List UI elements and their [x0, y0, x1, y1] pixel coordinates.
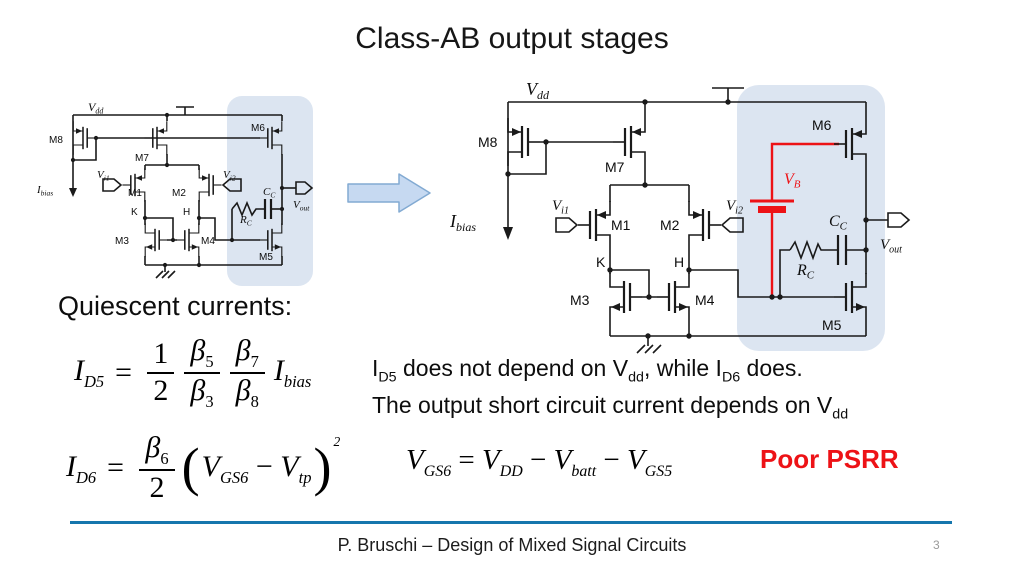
label-m6: M6	[251, 123, 265, 134]
psrr-warning: Poor PSRR	[760, 444, 899, 474]
transistor-m3	[608, 271, 644, 323]
supply-tbar-icon	[176, 106, 194, 115]
open-paren: (	[181, 437, 200, 497]
footer-credit: P. Bruschi – Design of Mixed Signal Circ…	[337, 535, 687, 555]
page-number: 3	[933, 538, 940, 552]
vb-battery-icon	[750, 142, 839, 297]
label-vi1: Vi1	[552, 198, 569, 217]
transistor-m2	[687, 199, 723, 251]
label-vb: VB	[784, 171, 801, 191]
eq-rhs: Ibias	[273, 354, 312, 392]
left-circuit-schematic: Vdd M8 M7 M6 Ibias Vi1 Vi2 M1 M2 K H M3 …	[36, 96, 314, 286]
label-ibias: Ibias	[450, 211, 476, 234]
label-m3: M3	[115, 236, 129, 247]
right-circuit-labels: Vdd M8 M7 M6 VB Ibias Vi1 Vi2 M1 M2 K H …	[450, 79, 902, 333]
ground-icon	[636, 336, 662, 354]
input-port-icon	[555, 217, 579, 233]
input-port-icon	[720, 217, 744, 233]
label-k: K	[131, 207, 138, 218]
dependency-note: ID5 does not depend on Vdd, while ID6 do…	[372, 352, 848, 425]
label-h: H	[183, 207, 190, 218]
right-circuit-junctions	[505, 99, 869, 339]
transistor-m8	[72, 120, 97, 156]
left-circuit-labels: Vdd M8 M7 M6 Ibias Vi1 Vi2 M1 M2 K H M3 …	[36, 100, 310, 263]
label-vdd: Vdd	[88, 100, 104, 116]
quiescent-heading: Quiescent currents:	[58, 291, 293, 321]
transistor-m3	[144, 222, 169, 258]
page-title: Class-AB output stages	[355, 22, 669, 55]
label-k: K	[596, 254, 606, 270]
equals-sign: =	[113, 355, 134, 389]
bias-arrow-icon	[503, 227, 513, 240]
label-m6: M6	[812, 117, 832, 133]
label-m7: M7	[605, 159, 625, 175]
note-line: ID5 does not depend on Vdd, while ID6 do…	[372, 355, 803, 386]
label-vout: Vout	[880, 237, 902, 256]
label-vi1: Vi1	[97, 169, 110, 183]
transistor-m2	[198, 167, 223, 203]
eq-lhs: ID5	[74, 354, 105, 392]
label-h: H	[674, 254, 684, 270]
output-port-icon	[295, 181, 314, 195]
label-m8: M8	[49, 135, 63, 146]
label-ibias: Ibias	[36, 184, 53, 198]
label-m1: M1	[128, 188, 142, 199]
label-rc: RC	[796, 262, 815, 282]
label-m4: M4	[201, 236, 215, 247]
label-m8: M8	[478, 134, 498, 150]
rc-resistor-icon	[231, 200, 265, 218]
footer-rule	[70, 521, 952, 524]
label-m1: M1	[611, 217, 631, 233]
label-cc: CC	[263, 186, 276, 200]
label-m4: M4	[695, 292, 715, 308]
transistor-m1	[576, 199, 612, 251]
label-m3: M3	[570, 292, 590, 308]
output-stage-highlight	[737, 85, 885, 351]
label-vout: Vout	[293, 199, 310, 213]
label-m7: M7	[135, 153, 149, 164]
ground-icon	[155, 265, 176, 279]
label-m5: M5	[822, 317, 842, 333]
right-circuit-schematic: Vdd M8 M7 M6 VB Ibias Vi1 Vi2 M1 M2 K H …	[450, 79, 911, 354]
transistor-m4	[655, 271, 691, 323]
output-stage-highlight	[227, 96, 313, 286]
equation-vgs6: VGS6 = VDD − Vbatt − VGS5	[406, 444, 673, 480]
close-paren: )	[313, 437, 332, 497]
transform-arrow-icon	[347, 173, 431, 213]
exponent: 2	[333, 434, 341, 449]
label-m2: M2	[172, 188, 186, 199]
transistor-m4	[175, 222, 200, 258]
label-rc: RC	[239, 214, 253, 228]
eq-inner: VGS6 − Vtp	[201, 449, 312, 487]
label-m2: M2	[660, 217, 680, 233]
label-m5: M5	[259, 252, 273, 263]
note-line: The output short circuit current depends…	[372, 391, 849, 423]
label-vi2: Vi2	[726, 198, 743, 217]
left-circuit-junctions	[70, 112, 285, 268]
bias-arrow-icon	[69, 188, 77, 197]
rc-resistor-icon	[789, 239, 838, 261]
transistor-m8	[506, 116, 542, 168]
label-vdd: Vdd	[526, 79, 550, 102]
equals-sign: =	[105, 450, 126, 484]
eq-lhs: ID6	[66, 449, 97, 487]
input-port-icon	[102, 178, 123, 192]
input-port-icon	[221, 178, 242, 192]
label-cc: CC	[829, 213, 848, 233]
output-port-icon	[887, 212, 911, 228]
label-vi2: Vi2	[223, 169, 236, 183]
